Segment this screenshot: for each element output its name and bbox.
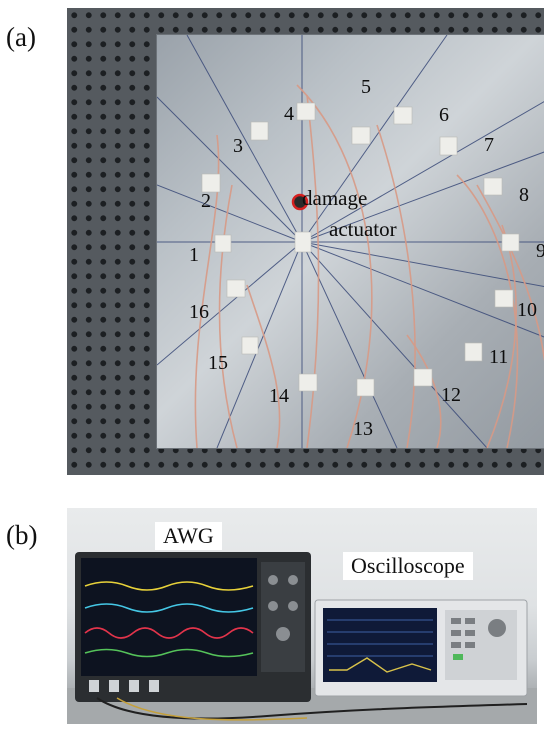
sensor-label-1: 1 [189, 244, 199, 266]
sensor-label-4: 4 [284, 103, 294, 125]
panel-b-label: (b) [6, 520, 38, 550]
actuator-label: actuator [329, 217, 397, 241]
instruments-drawing [67, 552, 537, 724]
sensor-label-8: 8 [519, 184, 529, 206]
damage-marker [291, 193, 309, 211]
oscilloscope-label: Oscilloscope [343, 552, 473, 580]
sensor-label-9: 9 [536, 240, 544, 262]
sensor-label-10: 10 [517, 299, 537, 321]
sensor-label-11: 11 [489, 346, 508, 368]
plate-photo: damage actuator 1 2 3 4 5 6 7 8 9 10 11 … [67, 8, 544, 475]
sensor-label-14: 14 [269, 385, 289, 407]
oscilloscope-screen [323, 608, 437, 682]
sensor-label-15: 15 [208, 352, 228, 374]
sensor-label-7: 7 [484, 134, 494, 156]
sensor-label-13: 13 [353, 418, 373, 440]
sensor-tapes [201, 102, 520, 397]
sensor-label-12: 12 [441, 384, 461, 406]
panel-a-label: (a) [6, 22, 36, 52]
sensor-label-16: 16 [189, 301, 209, 323]
awg-screen [81, 558, 257, 676]
sensor-label-6: 6 [439, 104, 449, 126]
sensor-label-2: 2 [201, 190, 211, 212]
sensor-label-5: 5 [361, 76, 371, 98]
awg-label: AWG [155, 522, 222, 550]
sensor-label-3: 3 [233, 135, 243, 157]
instruments-photo: AWG Oscilloscope [67, 508, 537, 724]
damage-label: damage [302, 186, 367, 210]
plate-overlay: damage actuator 1 2 3 4 5 6 7 8 9 10 11 … [157, 35, 544, 448]
